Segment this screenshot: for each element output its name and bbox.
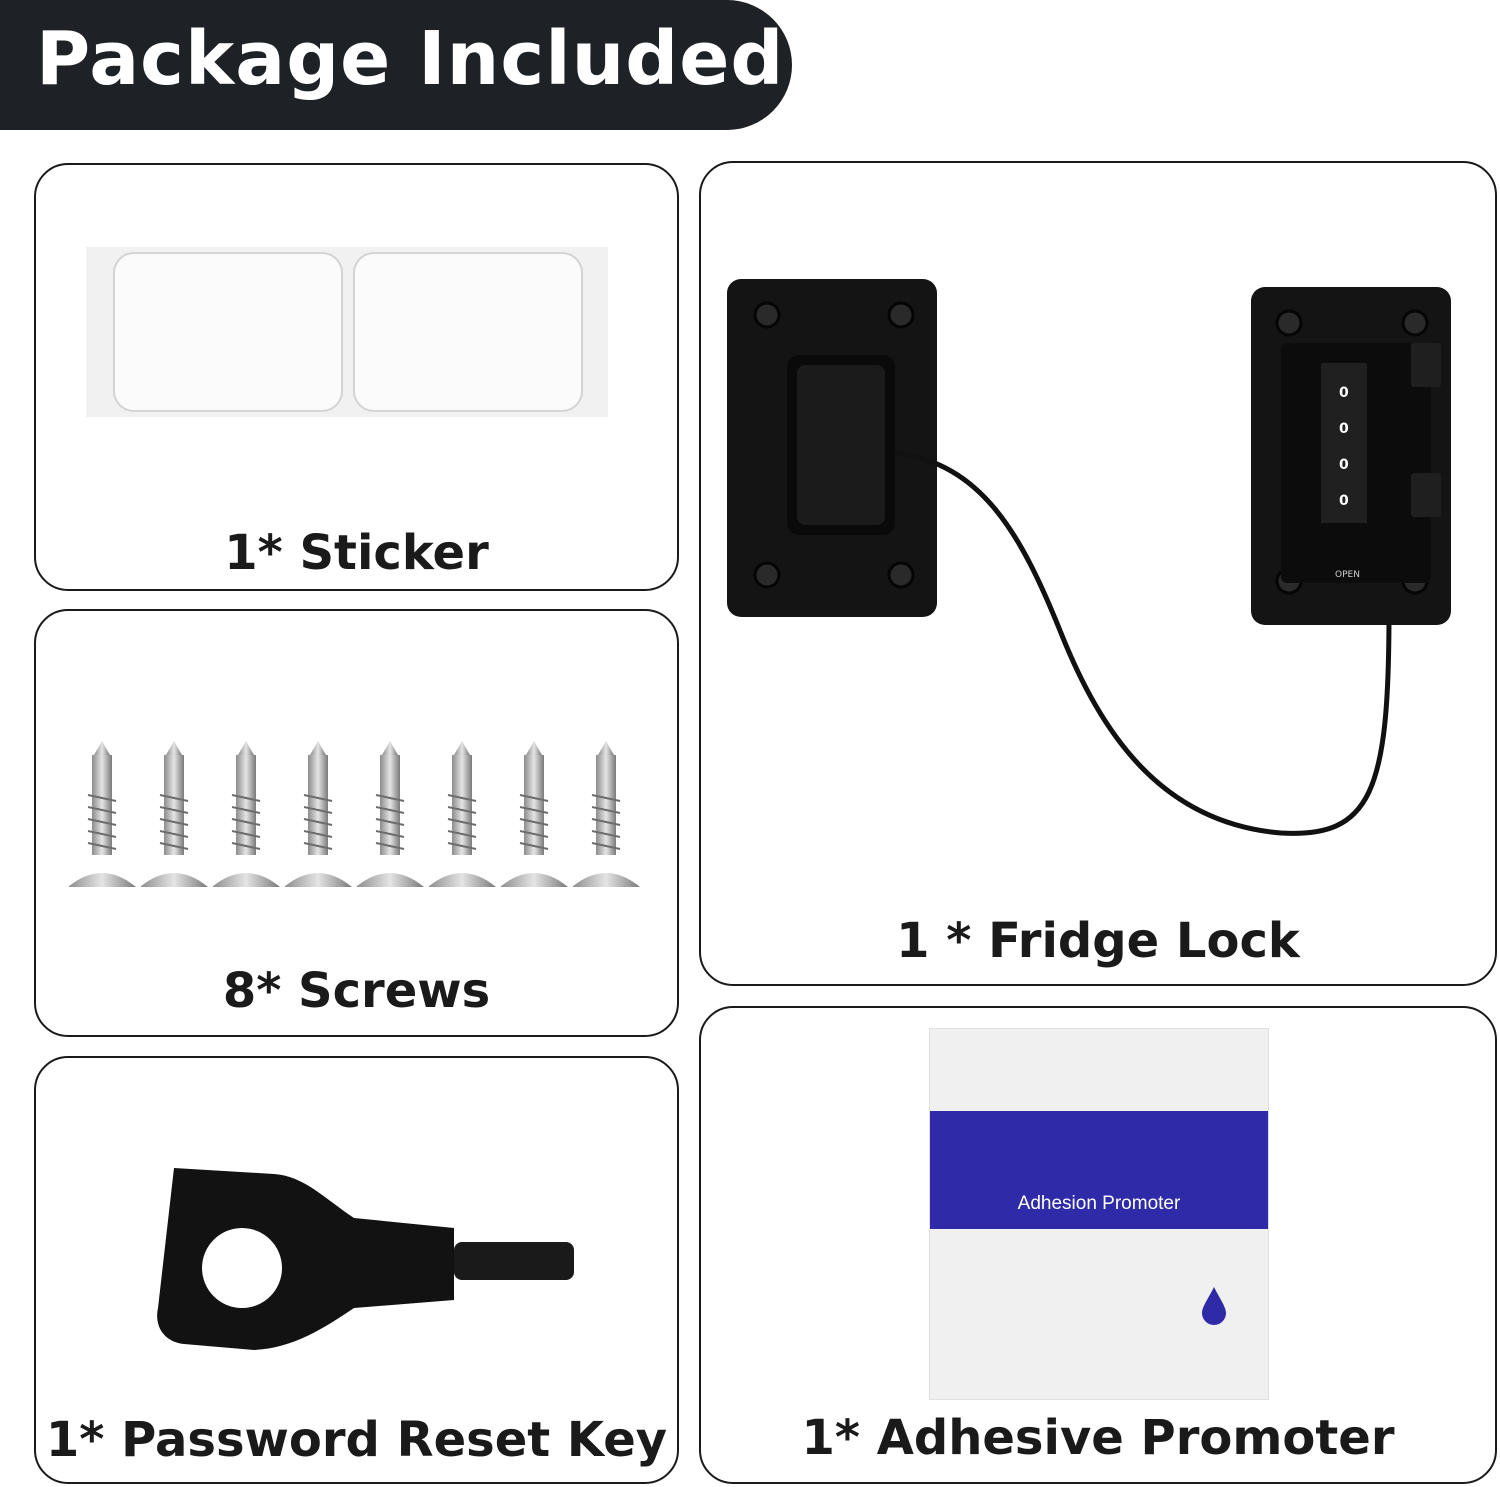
key-label: 1* Password Reset Key (45, 1412, 668, 1468)
lock-digit[interactable]: 0 (1339, 385, 1349, 401)
lock-open-label: OPEN (1335, 570, 1360, 580)
screw (68, 741, 136, 887)
fridge-lock-icon: 0 0 0 0 OPEN (727, 279, 1451, 836)
key-card: 1* Password Reset Key (34, 1056, 679, 1484)
droplet-icon (1202, 1287, 1226, 1325)
adhesive-promoter-card: Adhesion Promoter 1* Adhesive Promoter (699, 1006, 1497, 1484)
header-banner: Package Included (0, 0, 792, 130)
sticker-card: 1* Sticker (34, 163, 679, 591)
fridge-lock-card: 0 0 0 0 OPEN 1 * Fridge Lock (699, 161, 1497, 986)
lock-digit[interactable]: 0 (1339, 421, 1349, 437)
promoter-blue-band (930, 1111, 1268, 1229)
screws-label: 8* Screws (222, 963, 491, 1019)
key-icon (157, 1168, 574, 1350)
lock-digit[interactable]: 0 (1339, 493, 1349, 509)
page-title: Package Included (36, 16, 785, 102)
fridge-lock-label: 1 * Fridge Lock (896, 913, 1300, 969)
sticker-label: 1* Sticker (224, 525, 489, 581)
lock-digit[interactable]: 0 (1339, 457, 1349, 473)
adhesive-promoter-label: 1* Adhesive Promoter (801, 1410, 1395, 1466)
adhesive-promoter-icon: Adhesion Promoter (929, 1028, 1269, 1400)
promoter-packet-text: Adhesion Promoter (1017, 1193, 1181, 1214)
screws-icon (68, 740, 641, 888)
sticker-icon (86, 247, 608, 417)
screws-card: 8* Screws (34, 609, 679, 1037)
